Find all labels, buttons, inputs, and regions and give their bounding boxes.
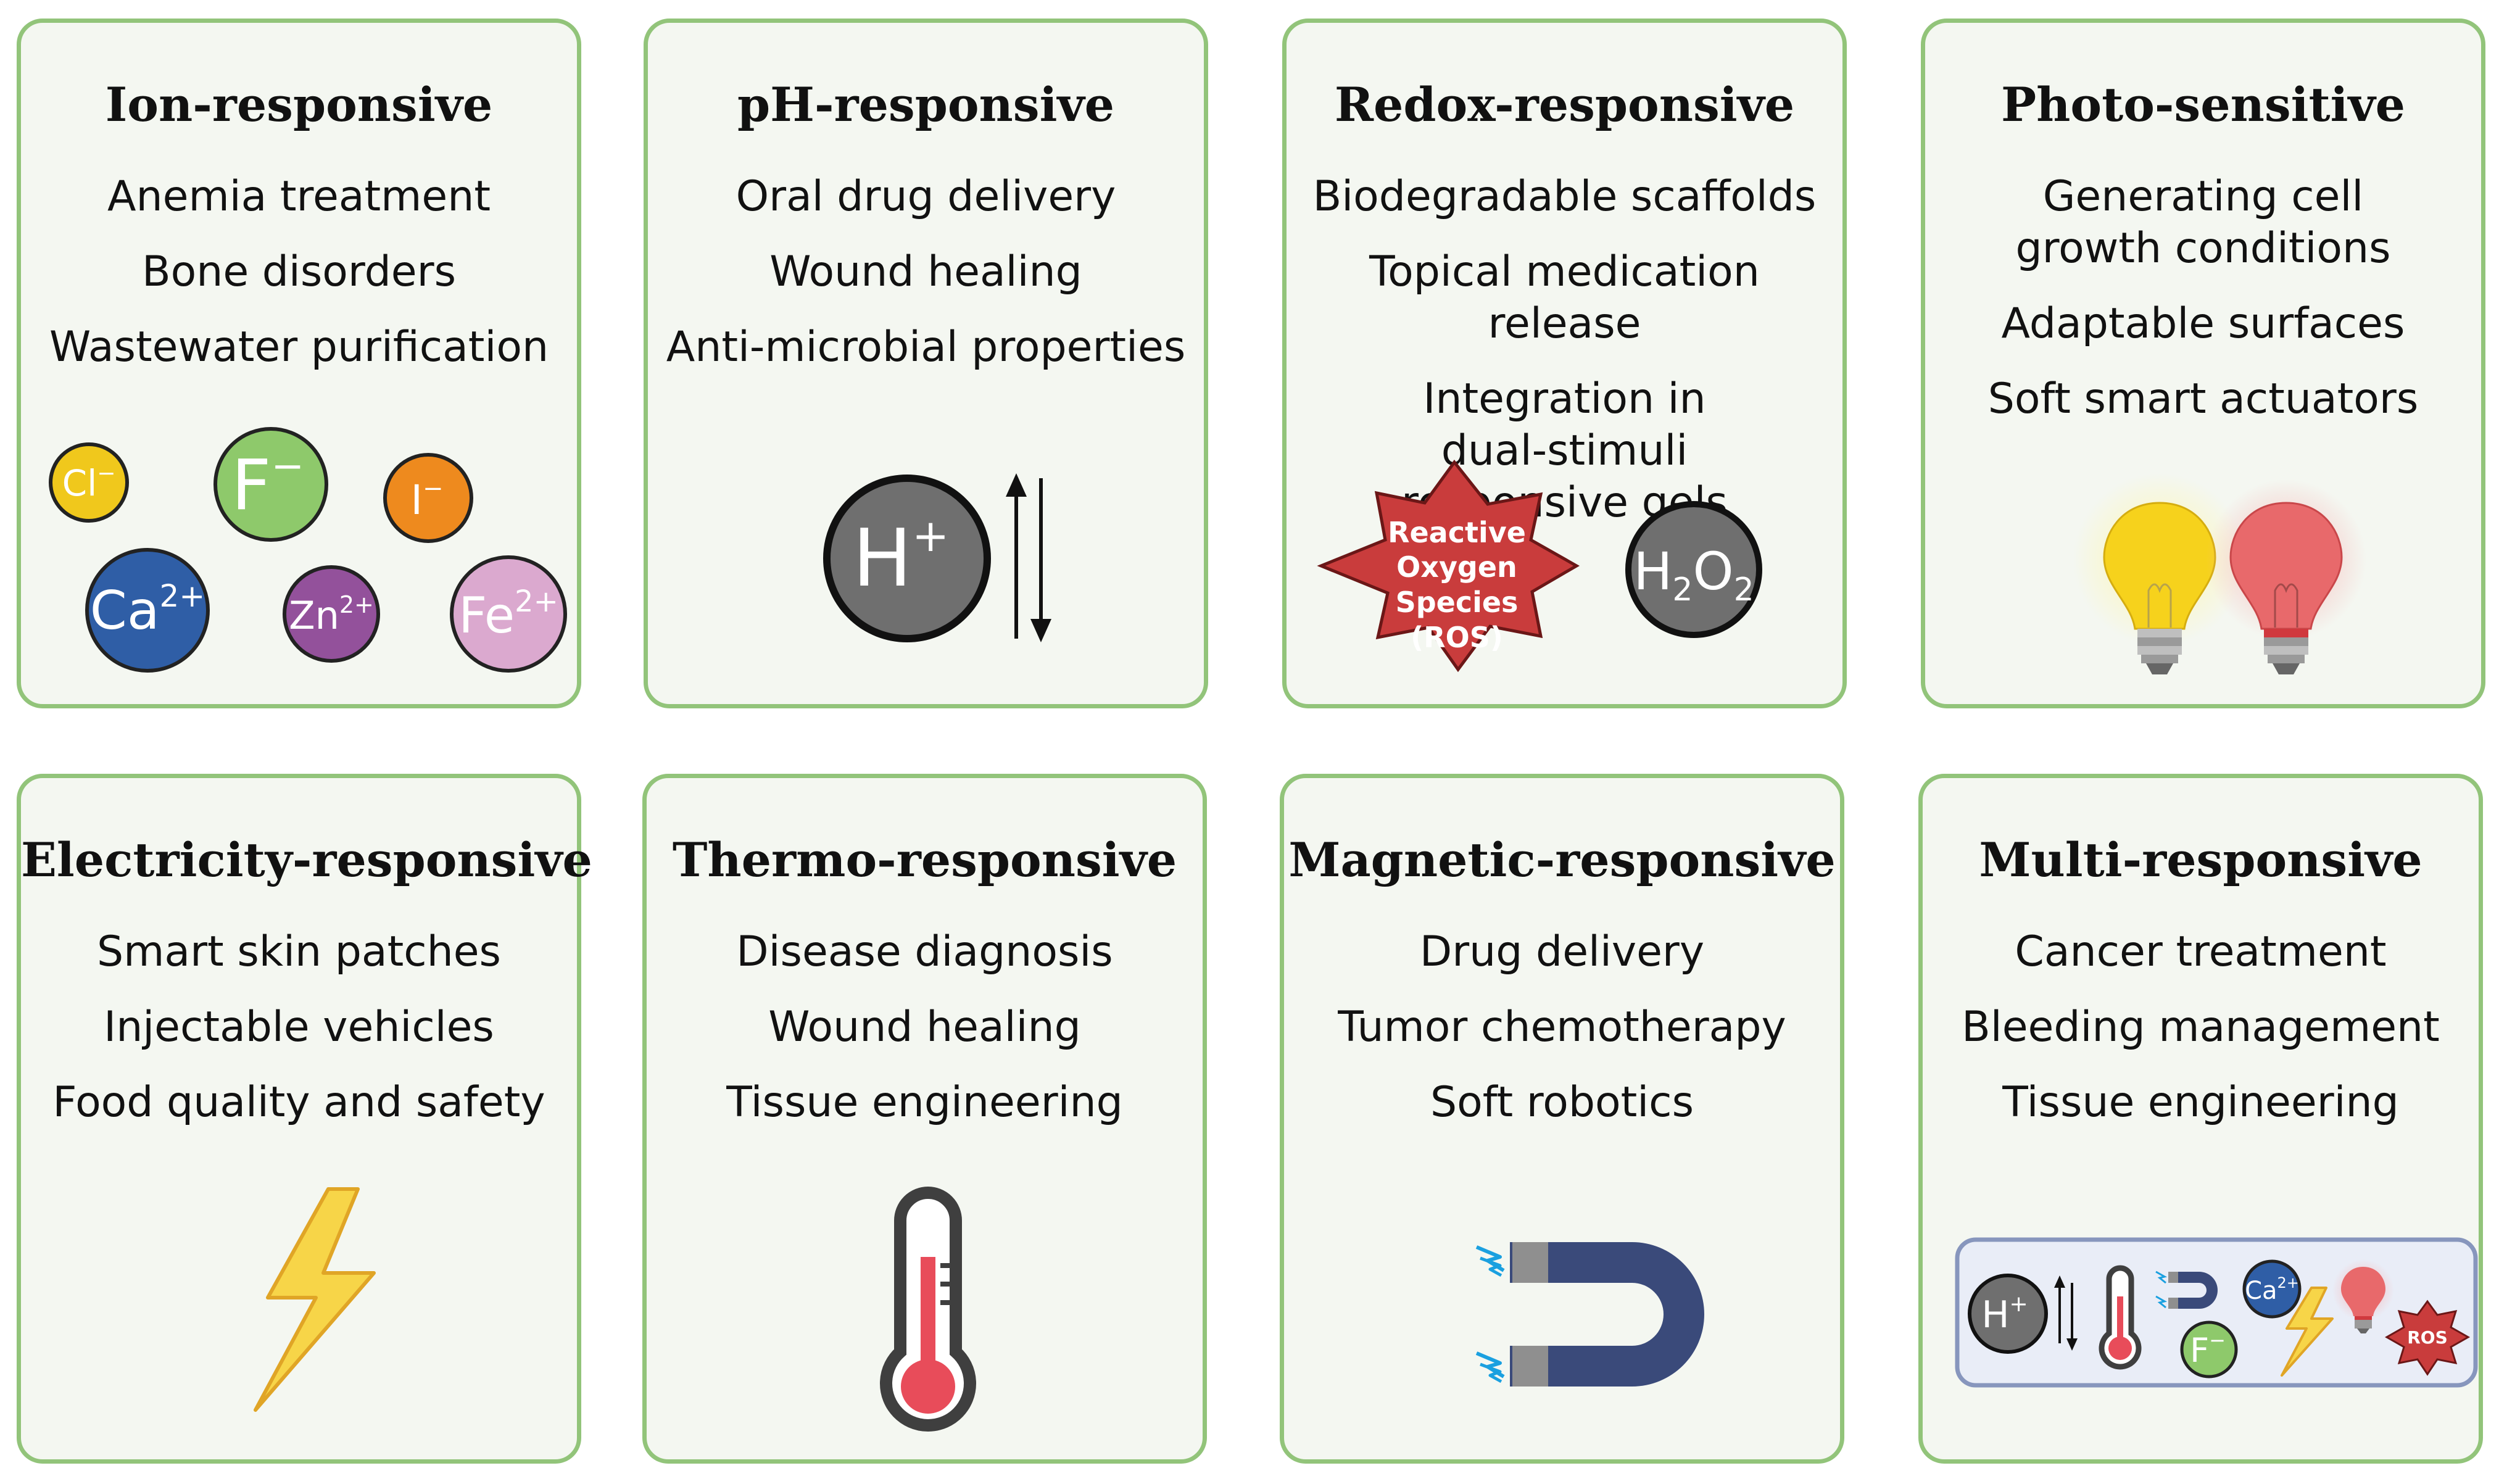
svg-text:Ca2+: Ca2+ [2245,1274,2299,1305]
thermometer-illustration [880,1186,976,1432]
chloride-ion-icon: Cl− [49,442,129,523]
svg-text:H2O2: H2O2 [1633,541,1754,608]
electricity-illustration [254,1187,376,1412]
card-ion-responsive: Ion-responsive Anemia treatment Bone dis… [17,19,581,708]
svg-text:Ca2+: Ca2+ [90,578,205,642]
iodide-ion-icon: I− [383,453,473,543]
card-title: Electricity-responsive [21,832,592,887]
application-list: Drug delivery Tumor chemotherapy Soft ro… [1294,926,1830,1152]
svg-text:F−: F− [231,444,304,526]
proton-icon: H+ [823,475,991,642]
application-item: Adaptable surfaces [2001,299,2405,348]
application-list: Biodegradable scaffolds Topical medicati… [1296,171,1833,552]
card-title: pH-responsive [737,77,1114,132]
mini-red-light-bulb-icon [2332,1259,2394,1333]
application-item: Wastewater purification [49,323,549,371]
svg-text:Cl−: Cl− [62,461,116,504]
card-title: Photo-sensitive [2001,77,2405,132]
application-item: Smart skin patches [97,927,501,976]
svg-text:H+: H+ [1981,1291,2028,1337]
magnet-illustration [1475,1242,1704,1387]
application-list: Anemia treatment Bone disorders Wastewat… [31,171,567,397]
mini-fluoride-ion-icon: F− [2180,1320,2238,1378]
application-item: Topical medication release [1369,247,1760,348]
mini-thermometer-icon [2099,1265,2142,1370]
application-list: Cancer treatment Bleeding management Tis… [1933,926,2469,1152]
mini-lightning-bolt-icon [2281,1287,2334,1377]
svg-text:F−: F− [2190,1329,2226,1370]
application-item: Injectable vehicles [104,1003,494,1051]
mini-arrows-icon [2054,1275,2078,1351]
application-item: Biodegradable scaffolds [1312,172,1817,221]
svg-text:Species: Species [1396,586,1519,619]
ions-illustration: Cl− F− I− Ca2+ Zn2+ Fe2+ [49,427,567,673]
application-item: Soft robotics [1430,1078,1694,1127]
card-title: Redox-responsive [1334,77,1795,132]
mini-magnet-icon [2155,1271,2218,1309]
card-title: Multi-responsive [1979,832,2422,887]
application-item: Anemia treatment [107,172,491,221]
iron-ion-icon: Fe2+ [450,555,567,673]
calcium-ion-icon: Ca2+ [85,548,210,673]
mini-proton-icon: H+ [1968,1274,2048,1354]
application-item: Tissue engineering [2002,1078,2399,1127]
thermometer-icon [880,1186,976,1432]
card-electricity-responsive: Electricity-responsive Smart skin patche… [17,774,592,1464]
mini-calcium-ion-icon: Ca2+ [2242,1259,2302,1319]
horseshoe-magnet-icon [1510,1242,1704,1387]
ph-illustration: H+ [823,473,1051,642]
card-redox-responsive: Redox-responsive Biodegradable scaffolds… [1282,19,1847,708]
application-item: Wound healing [769,247,1082,296]
application-item: Food quality and safety [52,1078,545,1127]
fluoride-ion-icon: F− [213,427,328,542]
svg-text:Zn2+: Zn2+ [289,591,374,638]
svg-text:H+: H+ [853,510,950,605]
card-multi-responsive: Multi-responsive Cancer treatment Bleedi… [1918,774,2483,1464]
application-item: Oral drug delivery [736,172,1116,221]
application-item: Bleeding management [1962,1003,2440,1051]
application-item: Drug delivery [1419,927,1705,976]
redox-illustration: Reactive Oxygen Species (ROS) H2O2 [1317,459,1762,673]
red-light-bulb-icon [2206,479,2366,674]
card-magnetic-responsive: Magnetic-responsive Drug delivery Tumor … [1280,774,1844,1464]
mini-ros-burst-icon: ROS [2384,1300,2471,1376]
multi-stimuli-illustration: H+ Ca2+ [1955,1237,2478,1388]
hydrogen-peroxide-icon: H2O2 [1625,501,1762,638]
card-photo-sensitive: Photo-sensitive Generating cell growth c… [1921,19,2485,708]
ros-burst-icon: Reactive Oxygen Species (ROS) [1317,459,1580,673]
card-title: Magnetic-responsive [1288,832,1836,887]
svg-text:(ROS): (ROS) [1411,621,1503,654]
card-title: Ion-responsive [105,77,493,132]
spark-icon [1475,1245,1505,1383]
application-item: Anti-microbial properties [666,323,1186,371]
card-title: Thermo-responsive [672,832,1177,887]
application-item: Bone disorders [141,247,457,296]
yellow-light-bulb-icon [2073,473,2246,674]
card-ph-responsive: pH-responsive Oral drug delivery Wound h… [644,19,1208,708]
application-item: Soft smart actuators [1987,375,2419,423]
application-list: Oral drug delivery Wound healing Anti-mi… [658,171,1194,397]
zinc-ion-icon: Zn2+ [283,565,380,663]
application-list: Generating cell growth conditions Adapta… [1935,171,2471,449]
application-item: Generating cell growth conditions [2015,172,2391,273]
card-thermo-responsive: Thermo-responsive Disease diagnosis Woun… [642,774,1207,1464]
light-bulbs-illustration [2073,473,2366,674]
svg-text:ROS: ROS [2407,1327,2448,1348]
lightning-bolt-icon [254,1187,376,1412]
svg-text:I−: I− [411,475,444,524]
application-item: Cancer treatment [2015,927,2387,976]
application-item: Disease diagnosis [736,927,1113,976]
application-list: Smart skin patches Injectable vehicles F… [31,926,567,1152]
svg-text:Reactive: Reactive [1388,516,1526,549]
application-item: Tumor chemotherapy [1338,1003,1786,1051]
application-list: Disease diagnosis Wound healing Tissue e… [657,926,1193,1152]
application-item: Wound healing [768,1003,1081,1051]
application-item: Tissue engineering [726,1078,1123,1127]
svg-text:Oxygen: Oxygen [1396,550,1517,584]
up-down-arrows-icon [1006,473,1051,642]
svg-text:Fe2+: Fe2+ [458,584,558,644]
